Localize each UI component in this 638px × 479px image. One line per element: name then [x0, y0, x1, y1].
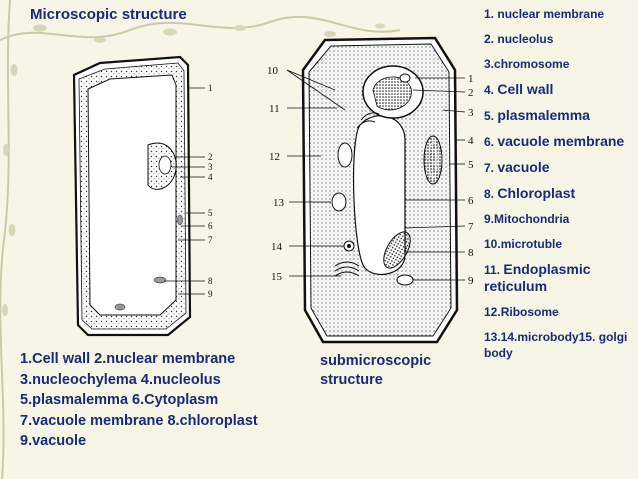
right-label-r7: 7 — [468, 221, 474, 233]
legend-item: 13.14.microbody15. golgi body — [484, 330, 628, 360]
legend-item: 5. plasmalemma — [484, 107, 590, 123]
legend-item: 11. Endoplasmic reticulum — [484, 261, 591, 294]
microscopic-legend: 1.Cell wall 2.nuclear membrane 3.nucleoc… — [20, 349, 320, 452]
legend-item: 1. nuclear membrane — [484, 7, 605, 21]
right-label-14: 14 — [271, 241, 283, 253]
left-label-6: 6 — [208, 221, 213, 231]
legend-item: 3.chromosome — [484, 57, 570, 71]
right-label-r9: 9 — [468, 275, 474, 287]
left-label-2: 2 — [208, 152, 213, 162]
legend-line: 7.vacuole membrane 8.chloroplast — [20, 412, 258, 429]
right-label-r4: 4 — [468, 135, 474, 147]
legend-line: 1.Cell wall 2.nuclear membrane — [20, 351, 236, 367]
legend-line: 3.nucleochylema 4.nucleolus — [20, 371, 221, 388]
right-label-r8: 8 — [468, 247, 474, 259]
left-label-5: 5 — [208, 208, 213, 218]
legend-item: 2. nucleolus — [484, 32, 554, 46]
slide-title: Microscopic structure — [30, 6, 187, 23]
right-label-r6: 6 — [468, 195, 474, 207]
microscopic-cell-diagram: 1 2 3 4 5 6 7 8 9 — [72, 55, 213, 337]
right-label-r1: 1 — [468, 73, 474, 85]
right-label-13: 13 — [273, 197, 285, 209]
right-label-r5: 5 — [468, 159, 474, 171]
right-legend-list: 1. nuclear membrane 2. nucleolus 3.chrom… — [484, 6, 634, 370]
right-label-r2: 2 — [468, 87, 474, 99]
right-label-12: 12 — [269, 151, 280, 163]
right-label-10: 10 — [267, 65, 279, 77]
submicroscopic-cell-diagram: 10 11 12 13 14 15 1 2 3 4 5 6 7 8 9 — [267, 36, 474, 344]
submicroscopic-caption: submicroscopic structure — [320, 353, 432, 388]
legend-item: 7. vacuole — [484, 159, 550, 175]
legend-item: 6. vacuole membrane — [484, 133, 625, 149]
left-label-9: 9 — [208, 289, 213, 299]
left-label-7: 7 — [208, 235, 213, 245]
left-label-3: 3 — [208, 162, 213, 172]
right-label-11: 11 — [269, 103, 280, 115]
legend-item: 12.Ribosome — [484, 305, 559, 319]
legend-item: 10.microtuble — [484, 237, 563, 251]
legend-item: 8. Chloroplast — [484, 185, 576, 201]
right-label-r3: 3 — [468, 107, 474, 119]
right-label-15: 15 — [271, 271, 283, 283]
legend-line: 9.vacuole — [20, 433, 87, 449]
left-label-1: 1 — [208, 83, 213, 93]
legend-item: 9.Mitochondria — [484, 212, 570, 226]
legend-line: 5.plasmalemma 6.Cytoplasm — [20, 392, 219, 408]
legend-item: 4. Cell wall — [484, 81, 554, 97]
left-label-8: 8 — [208, 276, 213, 286]
left-label-4: 4 — [208, 172, 213, 182]
